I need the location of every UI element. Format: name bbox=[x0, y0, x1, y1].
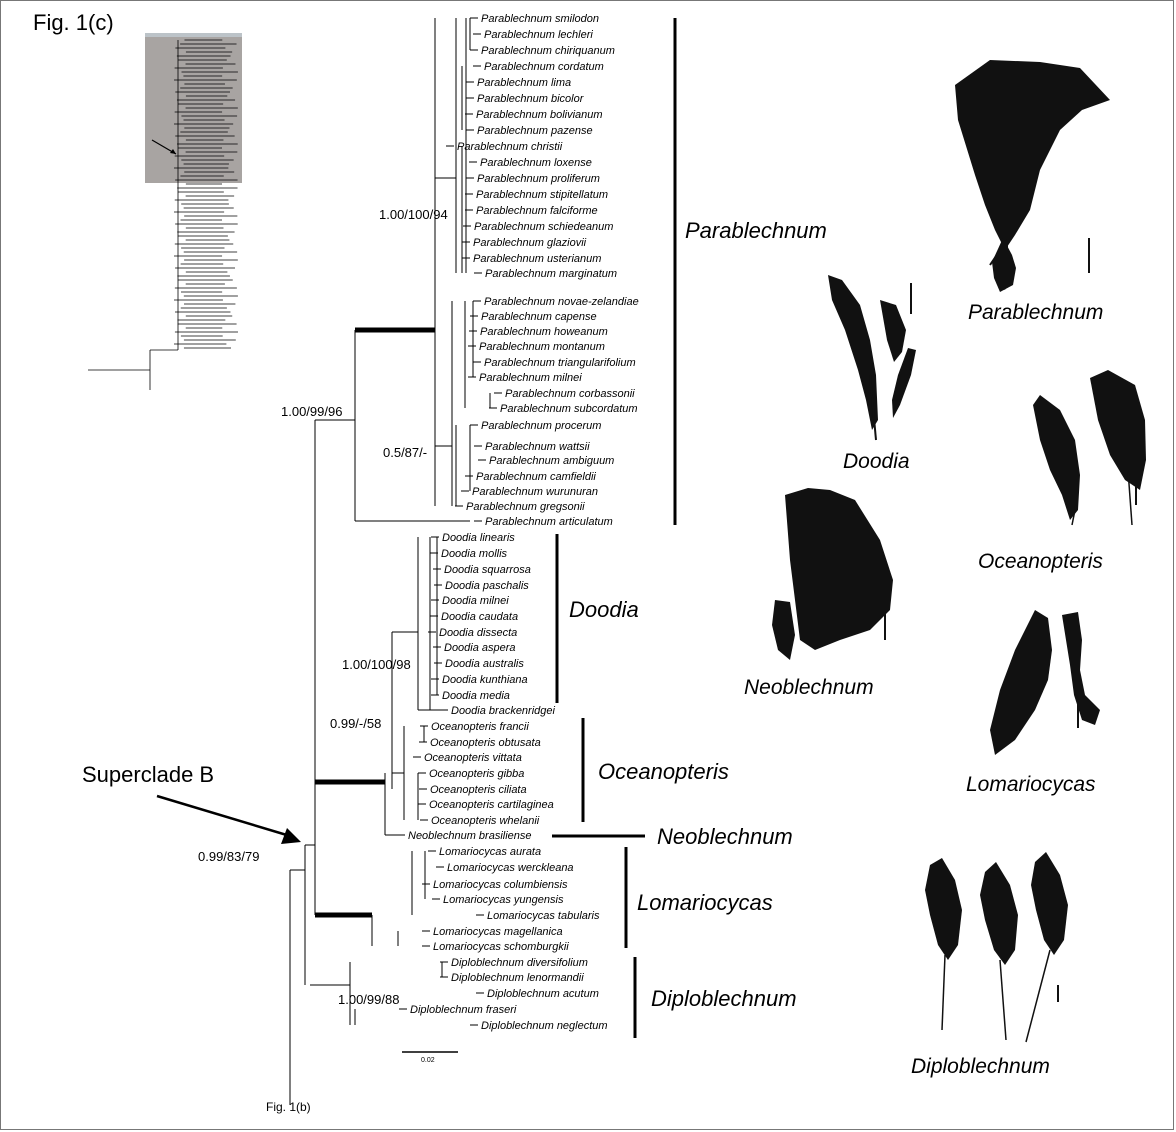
superclade-arrow-head bbox=[281, 828, 301, 844]
photo-label-oceanopteris: Oceanopteris bbox=[978, 550, 1103, 573]
taxon-label: Lomariocycas tabularis bbox=[487, 910, 600, 922]
taxon-label: Parablechnum capense bbox=[481, 311, 597, 323]
taxon-label: Parablechnum loxense bbox=[480, 157, 592, 169]
taxon-label: Doodia media bbox=[442, 690, 510, 702]
doodia-silhouette bbox=[828, 275, 916, 440]
photo-label-doodia: Doodia bbox=[843, 450, 910, 473]
taxon-label: Parablechnum novae-zelandiae bbox=[484, 296, 639, 308]
support-diploblechnum: 1.00/99/88 bbox=[338, 992, 399, 1007]
taxon-label: Parablechnum procerum bbox=[481, 420, 601, 432]
clade-name-neoblechnum: Neoblechnum bbox=[657, 824, 793, 849]
taxon-label: Parablechnum gregsonii bbox=[466, 501, 585, 513]
taxon-label: Parablechnum montanum bbox=[479, 341, 605, 353]
taxon-label: Parablechnum ambiguum bbox=[489, 455, 614, 467]
taxon-label: Diploblechnum lenormandii bbox=[451, 972, 584, 984]
taxon-label: Parablechnum cordatum bbox=[484, 61, 604, 73]
taxon-label: Parablechnum lima bbox=[477, 77, 571, 89]
support-parablechnum: 1.00/100/94 bbox=[379, 207, 448, 222]
taxon-label: Doodia milnei bbox=[442, 595, 509, 607]
taxon-label: Oceanopteris ciliata bbox=[430, 784, 527, 796]
photo-label-lomariocycas: Lomariocycas bbox=[966, 773, 1096, 796]
support-root-para: 1.00/99/96 bbox=[281, 404, 342, 419]
taxon-label: Parablechnum proliferum bbox=[477, 173, 600, 185]
support-para-sub: 0.5/87/- bbox=[383, 445, 427, 460]
taxon-label: Diploblechnum diversifolium bbox=[451, 957, 588, 969]
taxon-label: Oceanopteris whelanii bbox=[431, 815, 540, 827]
scale-bar-value: 0.02 bbox=[421, 1057, 435, 1064]
taxon-label: Parablechnum wurunuran bbox=[472, 486, 598, 498]
taxon-label: Parablechnum bolivianum bbox=[476, 109, 603, 121]
taxon-label: Doodia linearis bbox=[442, 532, 515, 544]
clade-name-doodia: Doodia bbox=[569, 597, 639, 622]
clade-name-diploblechnum: Diploblechnum bbox=[651, 986, 797, 1011]
taxon-label: Doodia kunthiana bbox=[442, 674, 528, 686]
taxon-label: Lomariocycas columbiensis bbox=[433, 879, 568, 891]
taxon-label: Diploblechnum neglectum bbox=[481, 1020, 608, 1032]
support-doodia: 1.00/100/98 bbox=[342, 657, 411, 672]
taxon-label: Oceanopteris cartilaginea bbox=[429, 799, 554, 811]
taxon-label: Lomariocycas yungensis bbox=[443, 894, 564, 906]
support-superclade-b: 0.99/83/79 bbox=[198, 849, 259, 864]
taxon-label: Doodia aspera bbox=[444, 642, 516, 654]
superclade-arrow-line bbox=[157, 796, 290, 836]
fig-1b-label: Fig. 1(b) bbox=[266, 1100, 311, 1114]
taxon-label: Parablechnum triangularifolium bbox=[484, 357, 636, 369]
taxon-label: Parablechnum camfieldii bbox=[476, 471, 596, 483]
support-doodia-ocean: 0.99/-/58 bbox=[330, 716, 381, 731]
photo-label-diploblechnum: Diploblechnum bbox=[911, 1055, 1050, 1078]
taxon-label: Parablechnum articulatum bbox=[485, 516, 613, 528]
clade-name-oceanopteris: Oceanopteris bbox=[598, 759, 729, 784]
taxon-label: Parablechnum usterianum bbox=[473, 253, 601, 265]
taxon-label: Parablechnum glaziovii bbox=[473, 237, 587, 249]
taxon-label: Neoblechnum brasiliense bbox=[408, 830, 532, 842]
taxon-label: Parablechnum christii bbox=[457, 141, 563, 153]
taxon-label: Oceanopteris francii bbox=[431, 721, 529, 733]
inset-overview-tree bbox=[88, 33, 242, 390]
oceanopteris-silhouette bbox=[1033, 370, 1146, 525]
taxon-label: Doodia paschalis bbox=[445, 580, 529, 592]
fig-1c-label: Fig. 1(c) bbox=[33, 10, 114, 35]
taxon-label: Doodia dissecta bbox=[439, 627, 517, 639]
taxon-label: Lomariocycas werckleana bbox=[447, 862, 574, 874]
parablechnum-silhouette bbox=[955, 60, 1110, 292]
taxon-label: Parablechnum bicolor bbox=[477, 93, 585, 105]
taxon-label: Doodia squarrosa bbox=[444, 564, 531, 576]
neoblechnum-silhouette bbox=[772, 488, 893, 660]
taxon-label: Parablechnum stipitellatum bbox=[476, 189, 608, 201]
taxon-label: Parablechnum lechleri bbox=[484, 29, 593, 41]
taxon-label: Lomariocycas schomburgkii bbox=[433, 941, 569, 953]
photo-label-neoblechnum: Neoblechnum bbox=[744, 676, 874, 699]
clade-name-parablechnum: Parablechnum bbox=[685, 218, 827, 243]
taxon-label: Parablechnum falciforme bbox=[476, 205, 598, 217]
inset-highlight-top bbox=[145, 33, 242, 37]
taxon-label: Parablechnum corbassonii bbox=[505, 388, 635, 400]
taxon-label: Parablechnum wattsii bbox=[485, 441, 590, 453]
superclade-label: Superclade B bbox=[82, 762, 214, 787]
taxon-label: Doodia caudata bbox=[441, 611, 518, 623]
taxon-label: Doodia mollis bbox=[441, 548, 508, 560]
taxon-label: Parablechnum marginatum bbox=[485, 268, 617, 280]
taxon-label: Parablechnum smilodon bbox=[481, 13, 599, 25]
taxon-label: Parablechnum schiedeanum bbox=[474, 221, 613, 233]
taxon-label: Parablechnum milnei bbox=[479, 372, 582, 384]
taxon-label: Lomariocycas magellanica bbox=[433, 926, 563, 938]
taxon-label: Oceanopteris obtusata bbox=[430, 737, 541, 749]
taxon-label: Parablechnum subcordatum bbox=[500, 403, 638, 415]
clade-name-lomariocycas: Lomariocycas bbox=[637, 890, 773, 915]
taxon-label: Doodia australis bbox=[445, 658, 524, 670]
taxon-label: Parablechnum howeanum bbox=[480, 326, 608, 338]
photo-label-parablechnum: Parablechnum bbox=[968, 301, 1103, 324]
taxon-label: Oceanopteris vittata bbox=[424, 752, 522, 764]
taxon-label: Diploblechnum acutum bbox=[487, 988, 599, 1000]
lomariocycas-silhouette bbox=[990, 610, 1100, 755]
taxon-label: Parablechnum chiriquanum bbox=[481, 45, 615, 57]
taxon-label: Parablechnum pazense bbox=[477, 125, 593, 137]
diploblechnum-silhouette bbox=[925, 852, 1068, 1042]
taxon-label: Diploblechnum fraseri bbox=[410, 1004, 517, 1016]
taxon-label: Oceanopteris gibba bbox=[429, 768, 524, 780]
taxon-label: Doodia brackenridgei bbox=[451, 705, 556, 717]
taxon-label: Lomariocycas aurata bbox=[439, 846, 541, 858]
